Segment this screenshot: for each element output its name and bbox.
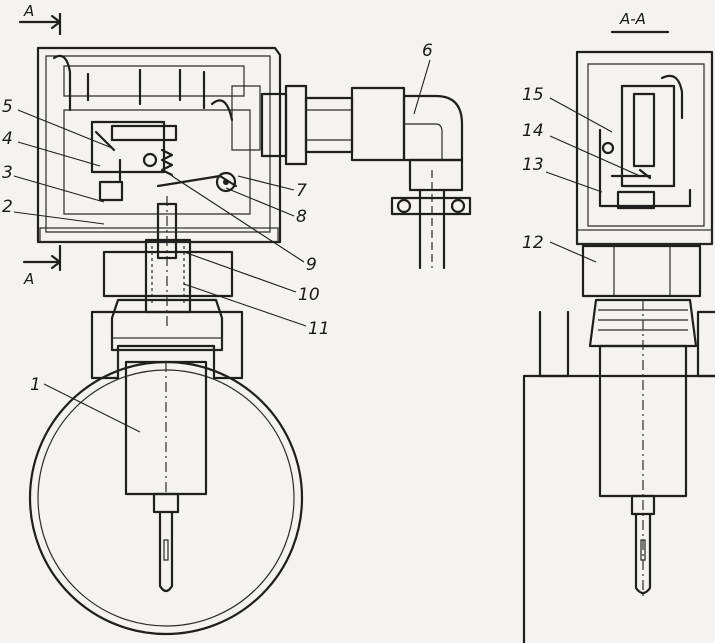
- section-mark-top: A: [23, 2, 34, 20]
- section-view-title: A-A: [619, 10, 646, 28]
- callout-3: 3: [2, 163, 13, 183]
- fitting: [102, 196, 234, 352]
- callout-15: 15: [522, 85, 544, 105]
- callout-2: 2: [2, 197, 13, 217]
- section-shaft: [522, 298, 715, 643]
- callout-13: 13: [522, 155, 544, 175]
- callout-14: 14: [522, 121, 544, 141]
- callout-10: 10: [298, 285, 320, 305]
- section-marks: A A: [18, 2, 62, 288]
- sensor-body: [124, 360, 208, 593]
- callout-11: 11: [308, 319, 330, 339]
- callout-7: 7: [296, 181, 307, 201]
- section-view: A-A: [522, 10, 715, 643]
- section-housing: [575, 50, 714, 246]
- callout-5: 5: [2, 97, 13, 117]
- pipe-boss: [90, 310, 244, 380]
- callout-12: 12: [522, 233, 544, 253]
- callout-8: 8: [296, 207, 307, 227]
- cable-gland: [260, 84, 472, 270]
- callout-4: 4: [2, 129, 13, 149]
- callouts: 1 2 3 4 5 6 7 8 9 10 11 12 13: [2, 41, 641, 433]
- section-nut: [581, 244, 702, 298]
- main-view: A A: [18, 2, 472, 636]
- housing: [36, 46, 282, 244]
- callout-1: 1: [30, 375, 41, 395]
- section-mark-bottom: A: [23, 270, 34, 288]
- callout-9: 9: [306, 255, 317, 275]
- callout-6: 6: [422, 41, 433, 61]
